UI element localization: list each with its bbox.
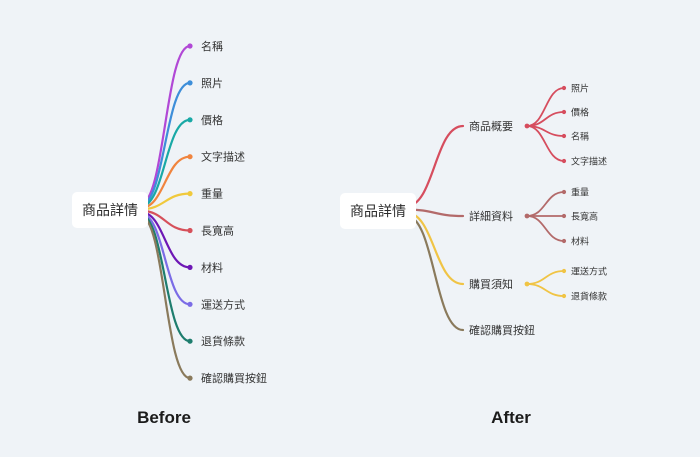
after-caption: After: [491, 408, 531, 427]
after-group-label: 商品概要: [469, 119, 513, 133]
after-child-dot: [561, 238, 567, 244]
after-child-dot: [561, 158, 567, 164]
before-leaf-label: 長寬高: [201, 224, 234, 238]
before-branch-dot: [187, 301, 193, 307]
after-child-branch: [526, 283, 565, 297]
after-child-branch: [526, 270, 565, 285]
before-branch-dot: [187, 191, 193, 197]
before-branch-dot: [187, 80, 193, 86]
before-branch-dot: [187, 338, 193, 344]
after-child-dot: [561, 213, 567, 219]
before-leaf-label: 名稱: [201, 39, 223, 53]
after-child-label: 重量: [571, 187, 589, 199]
before-leaf-label: 運送方式: [201, 297, 245, 311]
after-group-label: 詳細資料: [469, 209, 513, 223]
after-child-branch: [526, 125, 565, 162]
after-child-label: 退貨條款: [571, 291, 607, 303]
before-branch: [138, 44, 192, 206]
before-branch-dot: [187, 264, 193, 270]
before-branch: [138, 81, 192, 207]
after-branch: [404, 124, 465, 208]
before-leaf-label: 確認購買按鈕: [201, 371, 267, 385]
before-branch-dot: [187, 154, 193, 160]
after-child-label: 材料: [571, 236, 589, 248]
after-child-label: 運送方式: [571, 266, 607, 278]
before-root-label: 商品詳情: [82, 203, 138, 219]
after-child-dot: [561, 189, 567, 195]
before-caption: Before: [137, 408, 191, 427]
after-group-label: 確認購買按鈕: [469, 323, 535, 337]
before-branch-dot: [187, 375, 193, 381]
after-child-dot: [561, 133, 567, 139]
after-child-dot: [561, 293, 567, 299]
after-child-branch: [526, 87, 565, 127]
after-child-dot: [561, 268, 567, 274]
before-leaf-label: 退貨條款: [201, 334, 245, 348]
before-leaf-label: 重量: [201, 187, 223, 201]
before-leaf-label: 價格: [201, 113, 223, 127]
before-branch-dot: [187, 43, 193, 49]
before-root-node: [72, 192, 148, 228]
after-root-node: [340, 193, 416, 229]
after-child-dot: [561, 109, 567, 115]
after-child-label: 價格: [571, 107, 589, 119]
after-group-label: 購買須知: [469, 277, 513, 291]
before-branch: [138, 214, 192, 380]
after-child-label: 長寬高: [571, 211, 598, 223]
after-branch: [404, 214, 465, 332]
after-root-label: 商品詳情: [350, 204, 406, 220]
before-leaf-label: 文字描述: [201, 150, 245, 164]
after-child-label: 文字描述: [571, 156, 607, 168]
after-child-label: 照片: [571, 83, 589, 95]
before-branch-dot: [187, 227, 193, 234]
after-child-dot: [561, 85, 567, 91]
before-leaf-label: 材料: [201, 260, 223, 274]
after-child-label: 名稱: [571, 131, 589, 143]
before-branch: [138, 213, 192, 343]
before-branch-dot: [187, 117, 193, 123]
before-leaf-label: 照片: [201, 77, 223, 90]
after-child-branch: [526, 215, 565, 242]
after-child-branch: [526, 191, 565, 217]
